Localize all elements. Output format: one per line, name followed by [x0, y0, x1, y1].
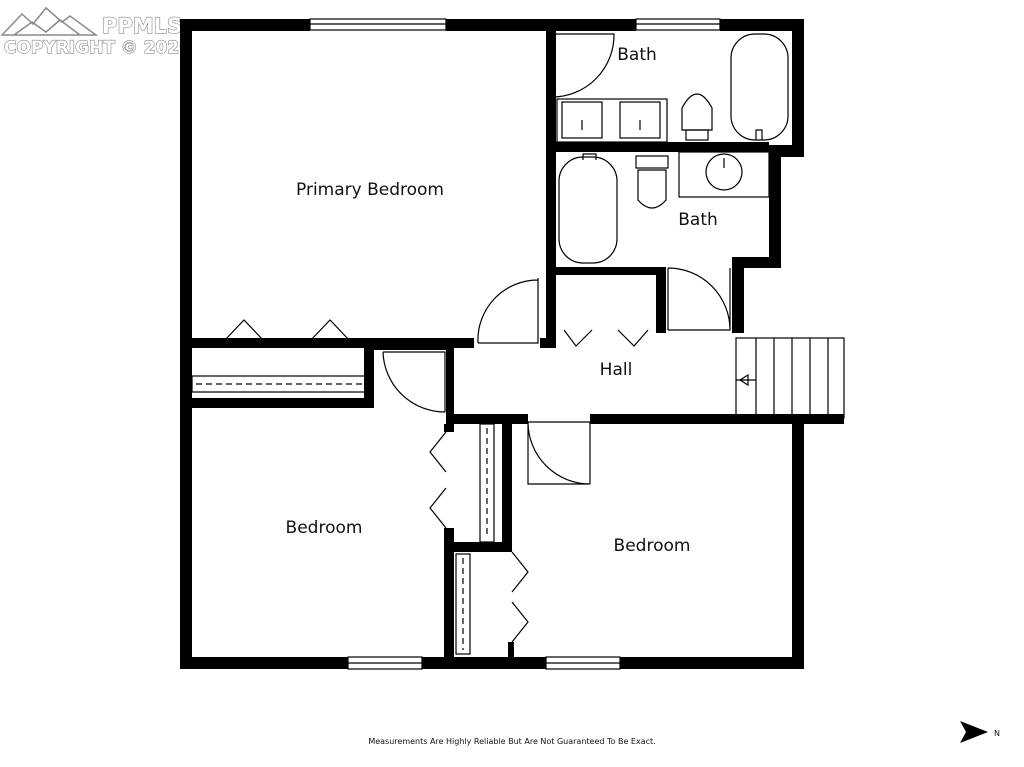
door-closet-primary — [382, 351, 446, 413]
bathtub-upper — [730, 33, 789, 141]
toilet-lower — [637, 169, 667, 209]
north-arrow-icon — [960, 721, 988, 743]
bifold-door-hall — [563, 329, 649, 347]
label-bath-lower: Bath — [678, 210, 718, 230]
measurement-disclaimer: Measurements Are Highly Reliable But Are… — [368, 737, 655, 746]
bifold-door-primary — [223, 319, 351, 342]
compass: N — [960, 721, 1000, 743]
walls — [180, 19, 844, 669]
label-primary-bedroom: Primary Bedroom — [296, 180, 444, 200]
mountain-logo-icon — [0, 6, 99, 36]
label-hall: Hall — [600, 360, 633, 380]
bifold-door-bedroom-right — [511, 551, 529, 643]
closet-shelf-right — [455, 553, 471, 655]
door-bath-upper — [551, 33, 615, 98]
bifold-door-bedroom-left — [429, 431, 447, 529]
watermark-copyright: COPYRIGHT © 2026 — [4, 38, 191, 58]
door-bedroom-right — [527, 421, 591, 485]
vanity-double — [556, 98, 668, 143]
sink-lower — [705, 153, 743, 191]
sink-right — [619, 101, 661, 139]
toilet-tank-lower — [635, 155, 669, 169]
watermark-brand: PPMLS — [102, 14, 182, 38]
toilet-upper — [681, 93, 713, 131]
door-lower-bath — [667, 267, 731, 331]
door-primary-bedroom — [477, 278, 539, 344]
label-bedroom-left: Bedroom — [286, 518, 363, 538]
compass-north-label: N — [994, 729, 1000, 738]
sink-left — [561, 101, 603, 139]
stairs — [735, 337, 845, 419]
label-bath-upper: Bath — [617, 45, 657, 65]
label-bedroom-right: Bedroom — [614, 536, 691, 556]
stair-arrow-icon — [738, 373, 749, 387]
watermark: PPMLS COPYRIGHT © 2026 — [0, 6, 192, 59]
bathtub-lower — [558, 156, 618, 264]
